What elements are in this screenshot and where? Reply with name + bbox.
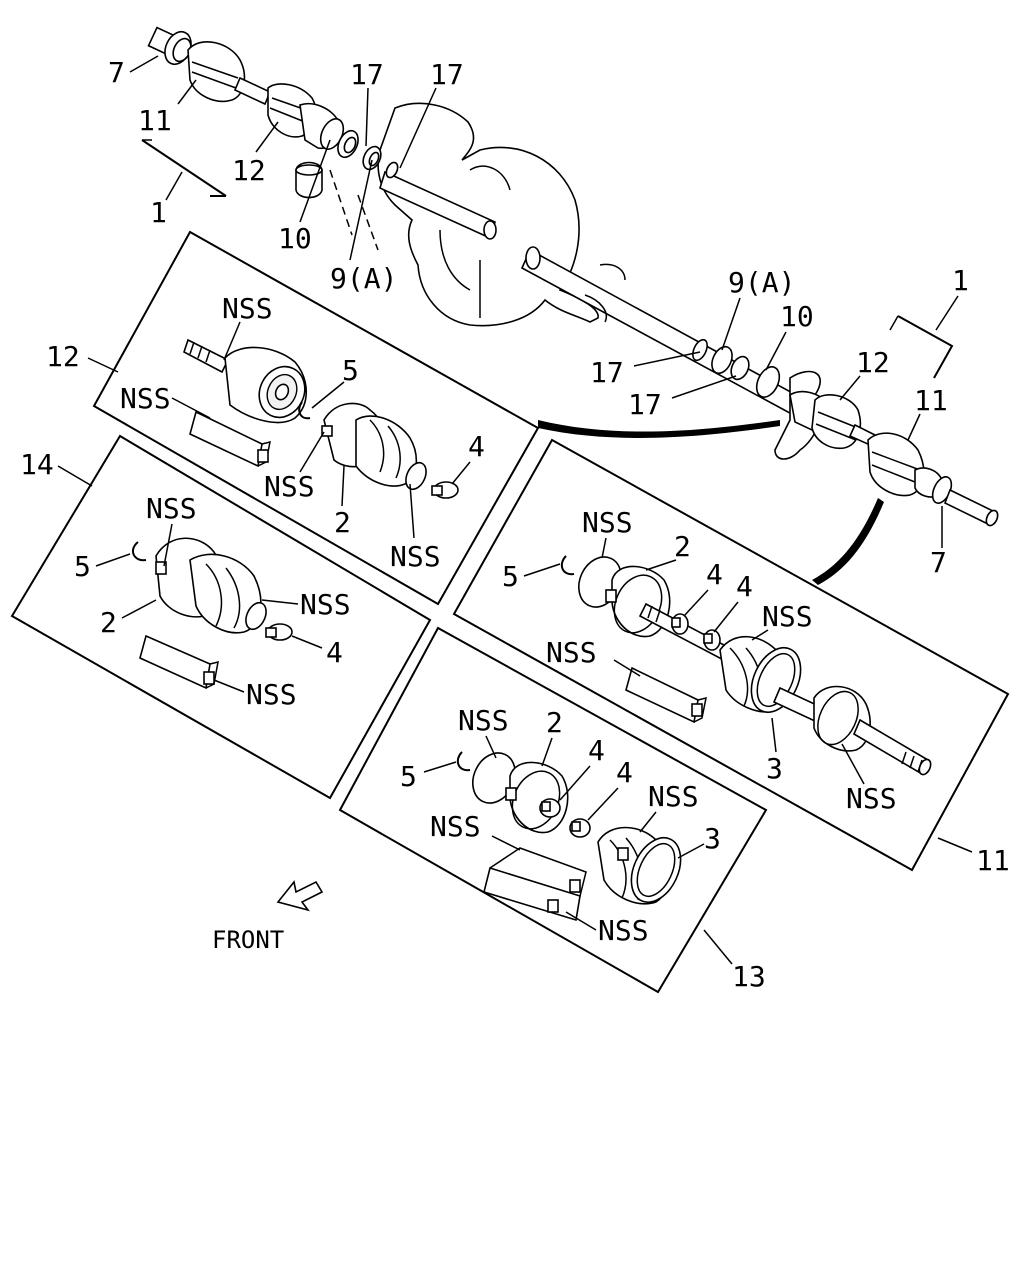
callout-17-c: 17 <box>590 356 624 389</box>
callout-4-box12: 4 <box>468 430 485 463</box>
nss-box11-c: NSS <box>546 636 597 669</box>
callout-10-right: 10 <box>780 300 814 333</box>
callout-7-top: 7 <box>108 56 125 89</box>
nss-box14-a: NSS <box>146 492 197 525</box>
callout-14-box: 14 <box>20 448 54 481</box>
callout-1-right: 1 <box>952 264 969 297</box>
nss-box14-b: NSS <box>300 588 351 621</box>
left-drive-shaft <box>147 26 399 251</box>
nss-box12-d: NSS <box>390 540 441 573</box>
kit-box-12: 12 <box>46 230 540 606</box>
callout-2-box12: 2 <box>334 506 351 539</box>
callout-13-box: 13 <box>732 960 766 993</box>
callout-12-right: 12 <box>856 346 890 379</box>
callout-4a-box13: 4 <box>588 734 605 767</box>
callout-12-box: 12 <box>46 340 80 373</box>
nss-box13-b: NSS <box>648 780 699 813</box>
callout-5-box14: 5 <box>74 550 91 583</box>
callout-5-box12: 5 <box>342 354 359 387</box>
callout-7-right: 7 <box>930 546 947 579</box>
nss-box13-c: NSS <box>430 810 481 843</box>
nss-box11-d: NSS <box>846 782 897 815</box>
front-arrow-icon <box>276 880 324 912</box>
pointer-to-box11 <box>812 498 884 585</box>
callout-9a-right: 9(A) <box>728 266 795 299</box>
kit-box-11 <box>452 438 1010 872</box>
callout-5-box11: 5 <box>502 560 519 593</box>
callout-17-b: 17 <box>430 58 464 91</box>
callout-4a-box11: 4 <box>706 558 723 591</box>
nss-box12-c: NSS <box>264 470 315 503</box>
callout-1-top: 1 <box>150 196 167 229</box>
callout-4b-box13: 4 <box>616 756 633 789</box>
callout-17-d: 17 <box>628 388 662 421</box>
callout-10-left: 10 <box>278 222 312 255</box>
callout-11-top: 11 <box>138 104 172 137</box>
right-drive-shaft <box>692 338 999 527</box>
nss-box12-a: NSS <box>222 292 273 325</box>
callout-2-box14: 2 <box>100 606 117 639</box>
nss-box11-a: NSS <box>582 506 633 539</box>
pointer-to-box12 <box>538 420 780 438</box>
callout-3-box11: 3 <box>766 752 783 785</box>
callout-5-box13: 5 <box>400 760 417 793</box>
nss-box11-b: NSS <box>762 600 813 633</box>
axle-assembly <box>147 26 999 585</box>
callout-9a-left: 9(A) <box>330 262 397 295</box>
nss-box13-d: NSS <box>598 914 649 947</box>
callout-4-box14: 4 <box>326 636 343 669</box>
callout-12-top: 12 <box>232 154 266 187</box>
front-label: FRONT <box>212 926 284 954</box>
callout-17-a: 17 <box>350 58 384 91</box>
callout-2-box13: 2 <box>546 706 563 739</box>
nss-box12-b: NSS <box>120 382 171 415</box>
nss-box13-a: NSS <box>458 704 509 737</box>
callout-3-box13: 3 <box>704 822 721 855</box>
front-direction-arrow: FRONT <box>212 880 324 954</box>
nss-box14-c: NSS <box>246 678 297 711</box>
callout-11-box: 11 <box>976 844 1010 877</box>
kit-box-13 <box>338 626 768 994</box>
callout-4b-box11: 4 <box>736 570 753 603</box>
callout-11-right: 11 <box>914 384 948 417</box>
callout-2-box11: 2 <box>674 530 691 563</box>
kit-box-14: 14 <box>10 434 432 800</box>
